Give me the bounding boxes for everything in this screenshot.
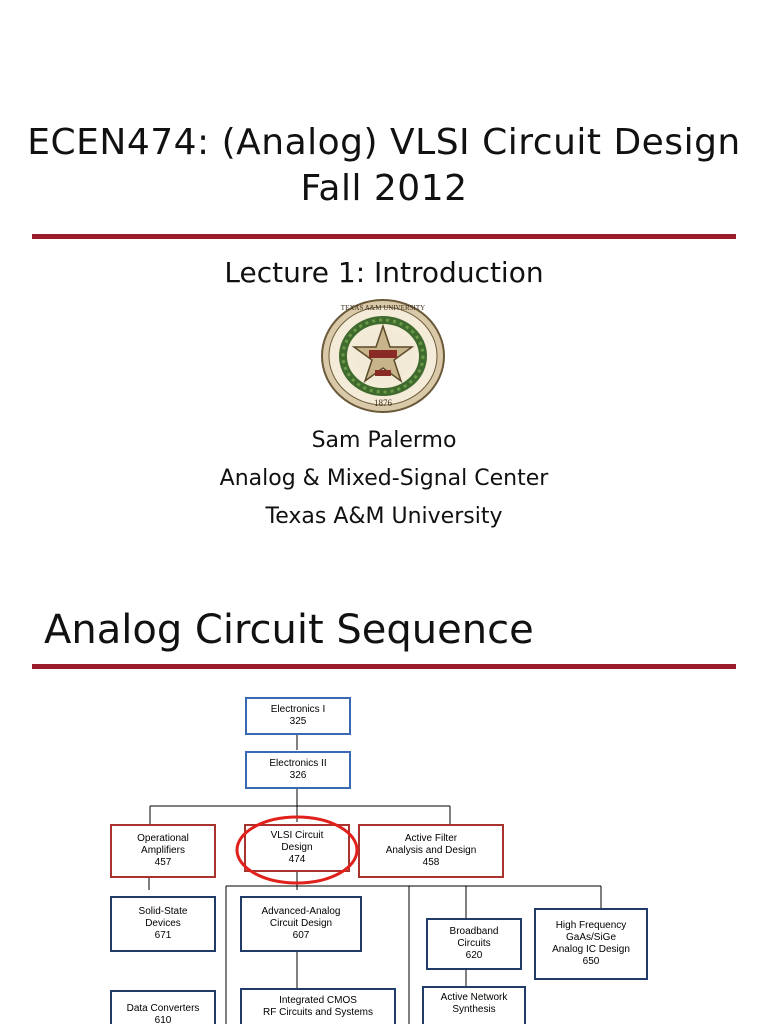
course-sequence-diagram: Electronics I 325 Electronics II 326 Ope… (104, 690, 650, 1024)
course-line2: Design (281, 842, 313, 853)
course-line1: Active Network (440, 992, 508, 1003)
course-broadband-circuits: Broadband Circuits 620 (426, 918, 522, 970)
course-solid-state-devices: Solid-State Devices 671 (110, 896, 216, 952)
course-data-converters: Data Converters 610 (110, 990, 216, 1024)
sequence-divider (32, 664, 736, 669)
seal-year: 1876 (374, 398, 393, 408)
course-active-filter: Active Filter Analysis and Design 458 (358, 824, 504, 878)
sequence-title: Analog Circuit Sequence (44, 607, 534, 653)
highlight-ellipse (235, 815, 359, 885)
course-number: 474 (288, 854, 306, 865)
course-line2: Circuit Design (269, 918, 333, 929)
lecture-subtitle: Lecture 1: Introduction (224, 256, 544, 289)
slide-title-line2: Fall 2012 (300, 168, 468, 209)
title-divider (32, 234, 736, 239)
course-name: Data Converters (126, 1003, 200, 1014)
course-line1: Active Filter (404, 833, 458, 844)
course-line1: High Frequency (555, 920, 627, 931)
course-integrated-cmos: Integrated CMOS RF Circuits and Systems (240, 988, 396, 1024)
course-line2: RF Circuits and Systems (262, 1007, 374, 1018)
course-number: 620 (465, 950, 483, 961)
course-high-frequency: High Frequency GaAs/SiGe Analog IC Desig… (534, 908, 648, 980)
course-number: 671 (154, 930, 172, 941)
course-line1: Solid-State (138, 906, 188, 917)
course-line2: Devices (145, 918, 181, 929)
course-name: Electronics II (269, 758, 327, 769)
course-electronics-1: Electronics I 325 (245, 697, 351, 735)
slide-title-line1: ECEN474: (Analog) VLSI Circuit Design (27, 122, 741, 163)
course-number: 458 (422, 857, 440, 868)
seal-ring-text: TEXAS A&M UNIVERSITY (341, 304, 425, 312)
course-line1: Operational (137, 833, 189, 844)
course-line2: GaAs/SiGe (565, 932, 617, 943)
course-electronics-2: Electronics II 326 (245, 751, 351, 789)
course-advanced-analog: Advanced-Analog Circuit Design 607 (240, 896, 362, 952)
course-line2: Analysis and Design (385, 845, 477, 856)
course-line1: Advanced-Analog (261, 906, 341, 917)
connector-lines (148, 734, 602, 1024)
course-number: 610 (154, 1015, 172, 1024)
course-number: 650 (582, 956, 600, 967)
course-number: 457 (154, 857, 172, 868)
course-line1: VLSI Circuit (270, 830, 324, 841)
author-center: Analog & Mixed-Signal Center (219, 466, 549, 491)
course-number: 607 (292, 930, 310, 941)
course-number: 326 (289, 770, 307, 781)
course-number: 325 (289, 716, 307, 727)
course-line2: Synthesis (452, 1004, 496, 1015)
course-line2: Circuits (457, 938, 491, 949)
course-line3: Analog IC Design (552, 944, 630, 955)
course-line1: Broadband (449, 926, 499, 937)
course-operational-amplifiers: Operational Amplifiers 457 (110, 824, 216, 878)
course-active-network: Active Network Synthesis (422, 986, 526, 1024)
course-name: Electronics I (270, 704, 326, 715)
tamu-seal-icon: 1876 TEXAS A&M UNIVERSITY (320, 298, 446, 414)
author-name: Sam Palermo (311, 428, 457, 453)
course-line1: Integrated CMOS (279, 995, 357, 1006)
course-vlsi-circuit-design: VLSI Circuit Design 474 (244, 824, 350, 872)
course-line2: Amplifiers (141, 845, 185, 856)
author-university: Texas A&M University (265, 504, 503, 529)
